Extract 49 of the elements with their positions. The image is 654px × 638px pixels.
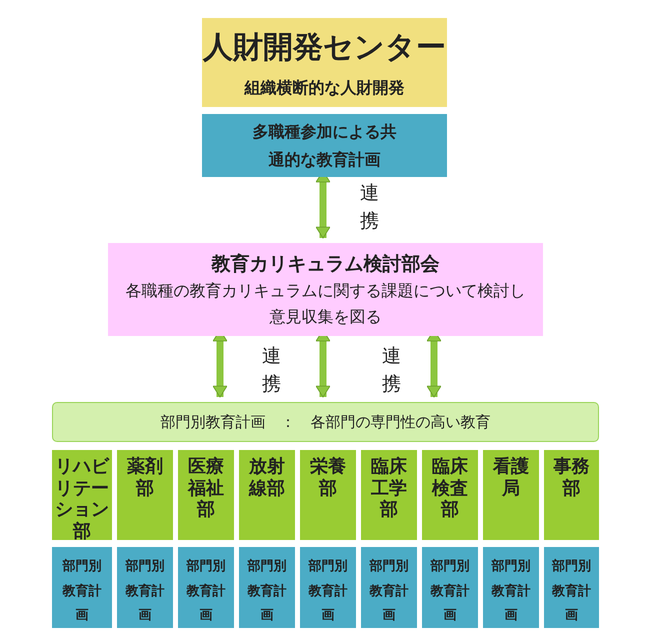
edge-label: 連携 [382, 344, 401, 397]
department-box [422, 450, 478, 540]
department-plan-box [239, 547, 295, 628]
plan-box [202, 114, 447, 177]
committee-box [108, 243, 543, 336]
department-box [300, 450, 356, 540]
band-text: 部門別教育計画 ： 各部門の専門性の高い教育 [160, 412, 490, 432]
plan-text: 部門別教育計画 [552, 558, 591, 626]
department-box [52, 450, 112, 540]
department-band [52, 402, 599, 442]
department-plan-box [117, 547, 173, 628]
box-text: 多職種参加による共通的な教育計画 [252, 120, 396, 170]
department-name: 臨床検査部 [432, 456, 468, 521]
department-name: 栄養部 [310, 456, 346, 500]
department-name: 臨床工学部 [371, 456, 407, 521]
department-name: 放射線部 [249, 456, 285, 500]
plan-text: 部門別教育計画 [186, 558, 226, 626]
department-box [178, 450, 234, 540]
department-plan-box [178, 547, 234, 628]
plan-text: 部門別教育計画 [62, 558, 102, 626]
center-box [202, 18, 447, 107]
description: 各職種の教育カリキュラムに関する課題について検討し意見収集を図る [126, 280, 526, 328]
heading: 人財開発センター [203, 28, 446, 66]
department-name: 医療福祉部 [188, 456, 224, 521]
department-name: 事務部 [554, 456, 590, 500]
department-plan-box [422, 547, 478, 628]
plan-text: 部門別教育計画 [492, 558, 530, 626]
department-box [117, 450, 173, 540]
plan-text: 部門別教育計画 [308, 558, 348, 626]
plan-text: 部門別教育計画 [248, 558, 286, 626]
plan-text: 部門別教育計画 [430, 558, 470, 626]
department-name: リハビリテーション部 [55, 456, 109, 542]
plan-text: 部門別教育計画 [370, 558, 408, 626]
department-box [239, 450, 295, 540]
department-box [483, 450, 539, 540]
department-plan-box [361, 547, 417, 628]
department-plan-box [300, 547, 356, 628]
department-box [544, 450, 599, 540]
plan-text: 部門別教育計画 [126, 558, 164, 626]
department-plan-box [483, 547, 539, 628]
department-plan-box [544, 547, 599, 628]
edge-label: 連携 [360, 181, 379, 234]
department-name: 看護局 [493, 456, 529, 500]
department-box [361, 450, 417, 540]
edge-label: 連携 [262, 344, 281, 397]
department-name: 薬剤部 [127, 456, 163, 500]
heading: 教育カリキュラム検討部会 [212, 252, 440, 277]
subheading: 組織横断的な人財開発 [244, 78, 404, 98]
department-plan-box [52, 547, 112, 628]
